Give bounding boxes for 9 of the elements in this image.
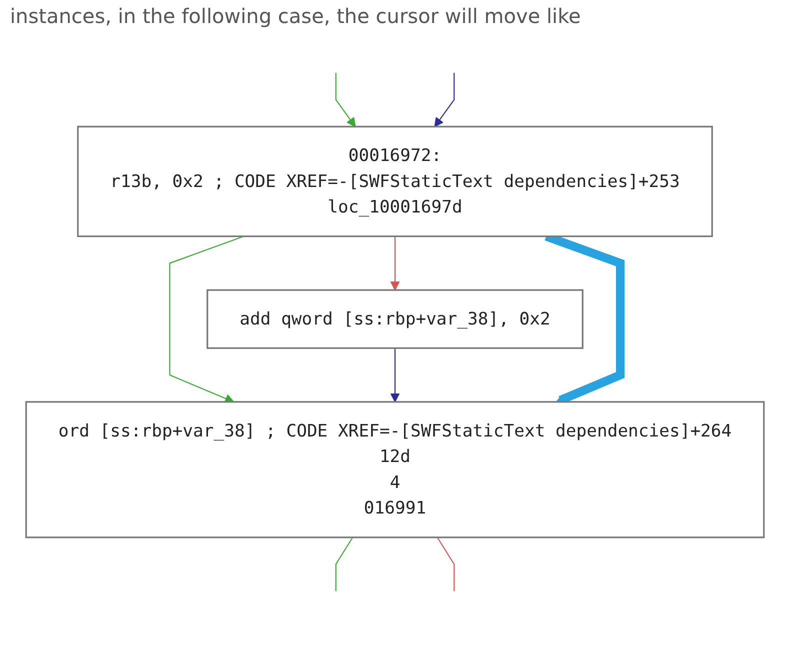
arrow: [390, 236, 400, 290]
arrow: [335, 72, 356, 128]
node-box: add qword [ss:rbp+var_38], 0x2: [206, 289, 584, 349]
caption-text: instances, in the following case, the cursor will move like: [9, 3, 582, 30]
arrow: [169, 236, 244, 403]
arrow: [434, 72, 455, 128]
arrow: [390, 348, 400, 402]
node-box: ord [ss:rbp+var_38] ; CODE XREF=-[SWFStaticText dependencies]+264 12d 4 016991: [25, 401, 765, 538]
node-box: 00016972: r13b, 0x2 ; CODE XREF=-[SWFStaticText dependencies]+253 loc_10001697d: [77, 126, 713, 238]
